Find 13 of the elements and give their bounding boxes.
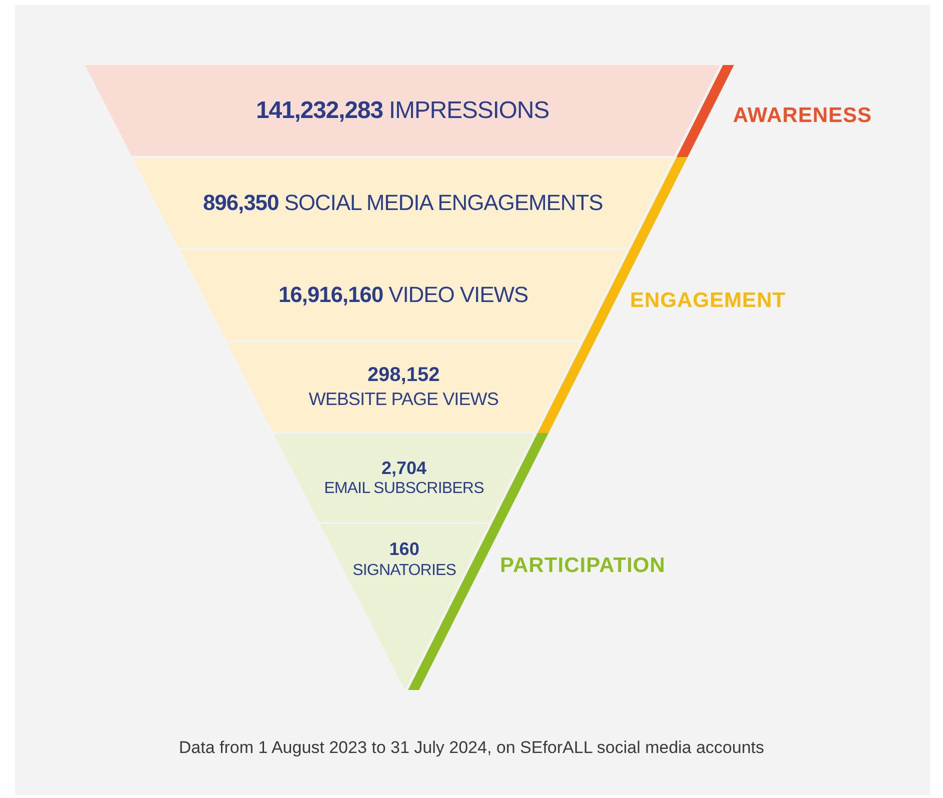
metric-value: 298,152 bbox=[367, 363, 440, 388]
metric-value: 160 bbox=[389, 538, 420, 560]
caption: Data from 1 August 2023 to 31 July 2024, on SEforALL social media accounts bbox=[178, 737, 766, 759]
metric-label: 141,232,283 IMPRESSIONS bbox=[256, 96, 550, 126]
stage-label: ENGAGEMENT bbox=[630, 288, 786, 314]
metric-label: 896,350 SOCIAL MEDIA ENGAGEMENTS bbox=[202, 189, 603, 217]
metric-label: EMAIL SUBSCRIBERS bbox=[324, 479, 484, 500]
metric-value: 2,704 bbox=[381, 456, 426, 480]
stage-label: AWARENESS bbox=[733, 103, 872, 129]
stage-label: PARTICIPATION bbox=[500, 553, 666, 579]
metric-label: SIGNATORIES bbox=[352, 560, 456, 580]
metric-label: WEBSITE PAGE VIEWS bbox=[308, 388, 498, 411]
metric-label: 16,916,160 VIDEO VIEWS bbox=[278, 281, 528, 309]
